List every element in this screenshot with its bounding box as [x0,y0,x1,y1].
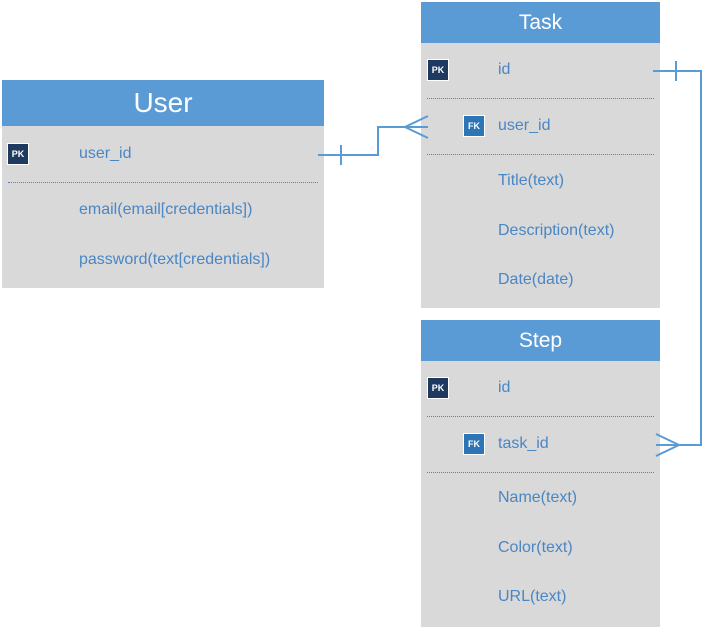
user-field-email: email(email[credentials]) [79,201,253,218]
fk-badge: FK [463,115,485,137]
user-task-relationship [318,115,429,165]
task-field-date: Date(date) [498,271,574,288]
pk-badge: PK [427,377,449,399]
step-row-color: Color(text) [421,539,660,561]
task-row-description: Description(text) [421,222,660,244]
step-row-url: URL(text) [421,588,660,610]
step-field-task-id: task_id [498,435,549,452]
user-field-user-id: user_id [79,145,132,162]
step-crows-foot [655,433,682,457]
task-row-title: Title(text) [421,172,660,194]
user-entity: User PK user_id email(email[credentials]… [2,80,324,288]
task-crows-foot [402,115,429,139]
task-row-user-id: FK user_id [421,115,660,139]
fk-badge: FK [463,433,485,455]
step-row-task-id: FK task_id [421,433,660,457]
user-pk-divider [8,182,318,183]
task-field-description: Description(text) [498,222,615,239]
step-pk-divider [427,416,654,417]
step-fk-divider [427,472,654,473]
task-row-id: PK id [421,59,660,83]
user-field-password: password(text[credentials]) [79,251,271,268]
task-pk-divider [427,98,654,99]
task-row-date: Date(date) [421,271,660,293]
task-entity-title: Task [421,2,660,43]
step-row-id: PK id [421,377,660,401]
step-entity: Step PK id FK task_id Name(text) Color(t… [421,320,660,627]
pk-badge: PK [427,59,449,81]
task-entity: Task PK id FK user_id Title(text) Descri… [421,2,660,308]
step-field-color: Color(text) [498,539,573,556]
step-field-id: id [498,379,511,396]
pk-badge: PK [7,143,29,165]
task-field-user-id: user_id [498,117,551,134]
user-row-user-id: PK user_id [2,143,324,167]
task-step-relationship [653,61,702,457]
task-fk-divider [427,154,654,155]
user-row-password: password(text[credentials]) [2,251,324,273]
step-row-name: Name(text) [421,489,660,511]
task-step-line [653,70,702,446]
task-field-id: id [498,61,511,78]
user-row-email: email(email[credentials]) [2,201,324,223]
step-field-url: URL(text) [498,588,567,605]
step-field-name: Name(text) [498,489,578,506]
task-field-title: Title(text) [498,172,565,189]
user-entity-title: User [2,80,324,126]
step-entity-title: Step [421,320,660,361]
